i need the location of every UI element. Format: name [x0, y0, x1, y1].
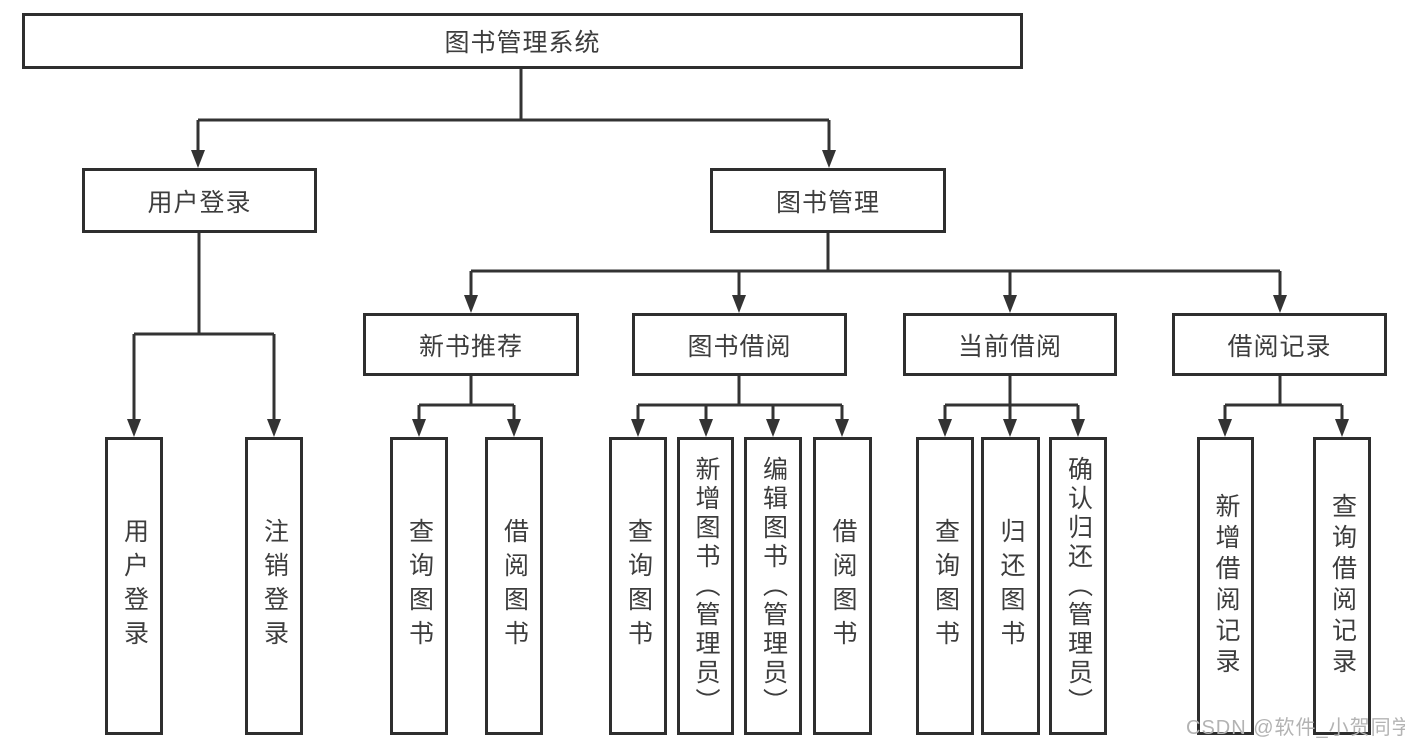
leaf-confirm-return-admin: 确认归还（管理员）: [1049, 437, 1107, 735]
leaf-logout: 注销登录: [245, 437, 303, 735]
leaf-label: 确认归还（管理员）: [1064, 455, 1093, 717]
leaf-label: 查询借阅记录: [1328, 493, 1357, 679]
node-label: 借阅记录: [1227, 332, 1332, 361]
node-label: 图书管理: [775, 188, 880, 217]
leaf-query-borrow-record: 查询借阅记录: [1313, 437, 1371, 735]
node-library-system: 图书管理系统: [22, 13, 1023, 69]
node-label: 新书推荐: [418, 332, 523, 361]
leaf-label: 归还图书: [997, 518, 1025, 654]
node-label: 图书借阅: [687, 332, 792, 361]
leaf-borrow-books: 借阅图书: [813, 437, 872, 735]
leaf-return-books: 归还图书: [981, 437, 1040, 735]
leaf-label: 查询图书: [931, 518, 960, 654]
leaf-label: 新增图书（管理员）: [692, 455, 720, 717]
node-user-login: 用户登录: [82, 168, 317, 233]
leaf-label: 用户登录: [120, 518, 149, 654]
leaf-query-books-recommend: 查询图书: [390, 437, 448, 735]
leaf-add-book-admin: 新增图书（管理员）: [677, 437, 734, 735]
node-borrow-records: 借阅记录: [1172, 313, 1387, 376]
node-label: 用户登录: [147, 188, 252, 217]
leaf-query-books-borrow: 查询图书: [609, 437, 667, 735]
leaf-label: 注销登录: [260, 518, 289, 654]
node-current-borrow: 当前借阅: [903, 313, 1117, 376]
node-book-management: 图书管理: [710, 168, 946, 233]
leaf-add-borrow-record: 新增借阅记录: [1197, 437, 1254, 735]
leaf-label: 借阅图书: [829, 518, 857, 654]
leaf-edit-book-admin: 编辑图书（管理员）: [744, 437, 802, 735]
node-book-borrow: 图书借阅: [632, 313, 847, 376]
leaf-borrow-books-recommend: 借阅图书: [485, 437, 543, 735]
node-new-book-recommend: 新书推荐: [363, 313, 579, 376]
leaf-label: 查询图书: [624, 518, 653, 654]
csdn-watermark: CSDN @软件_小贺同学: [1186, 717, 1405, 739]
leaf-query-books-current: 查询图书: [916, 437, 974, 735]
leaf-user-login: 用户登录: [105, 437, 163, 735]
node-label: 当前借阅: [957, 332, 1062, 361]
leaf-label: 借阅图书: [500, 518, 529, 654]
leaf-label: 查询图书: [405, 518, 434, 654]
leaf-label: 新增借阅记录: [1212, 493, 1240, 679]
leaf-label: 编辑图书（管理员）: [759, 455, 788, 717]
node-label: 图书管理系统: [444, 29, 601, 57]
